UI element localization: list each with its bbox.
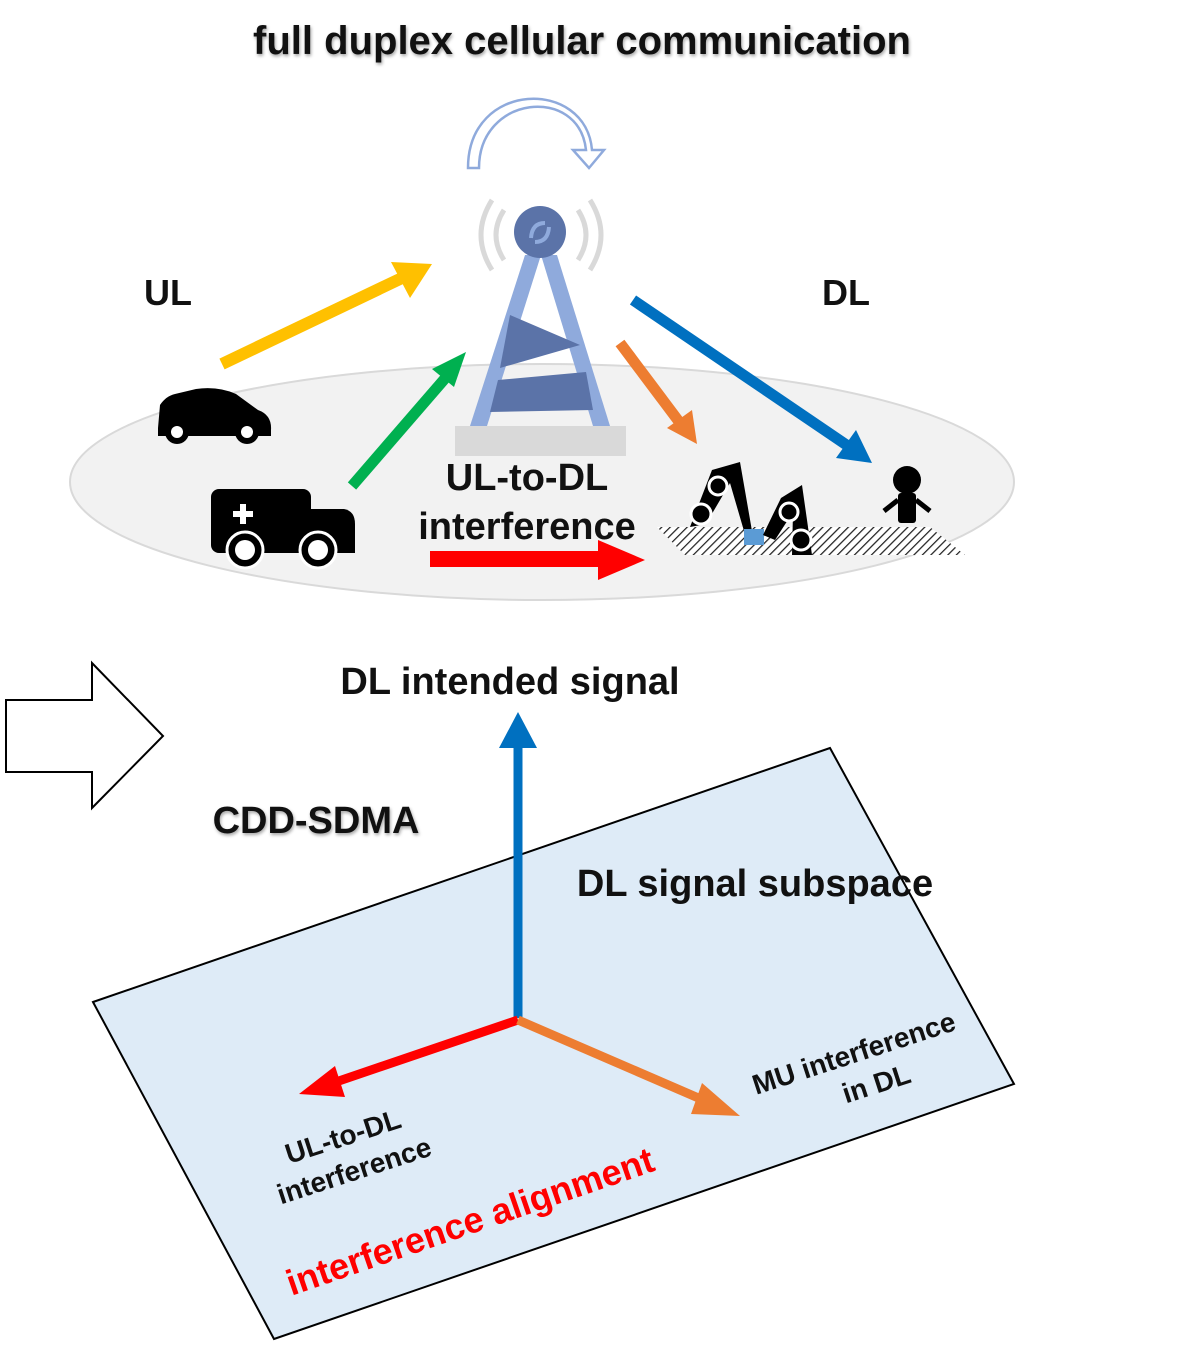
subspace-label: DL signal subspace bbox=[577, 863, 933, 905]
block-arrow-icon bbox=[5, 660, 165, 811]
intended-signal-label: DL intended signal bbox=[340, 661, 679, 703]
dl-label: DL bbox=[822, 272, 870, 313]
dl-arrow bbox=[629, 295, 872, 463]
signal-subspace-plane bbox=[91, 746, 1016, 1341]
interference-arrow bbox=[430, 540, 645, 580]
diagram-title: full duplex cellular communication bbox=[253, 19, 911, 63]
mu-interference-vector bbox=[516, 1015, 740, 1116]
ul-dl-interference-vector bbox=[299, 1015, 520, 1097]
robot-arm-icon bbox=[689, 462, 813, 555]
ambulance-uplink-arrow bbox=[347, 352, 466, 490]
full-duplex-arrow-icon bbox=[466, 97, 607, 170]
interference-label-line2: interference bbox=[418, 506, 636, 548]
ul-arrow bbox=[219, 262, 432, 370]
ul-label: UL bbox=[144, 272, 192, 313]
scheme-label: CDD-SDMA bbox=[213, 800, 420, 842]
mu-interference-arrow bbox=[615, 339, 697, 444]
person-icon bbox=[882, 466, 932, 523]
ambulance-icon bbox=[211, 489, 355, 570]
car-icon bbox=[158, 388, 272, 444]
intended-signal-vector bbox=[499, 712, 537, 1018]
interference-label-line1: UL-to-DL bbox=[446, 457, 608, 499]
cell-tower-icon bbox=[455, 198, 626, 456]
